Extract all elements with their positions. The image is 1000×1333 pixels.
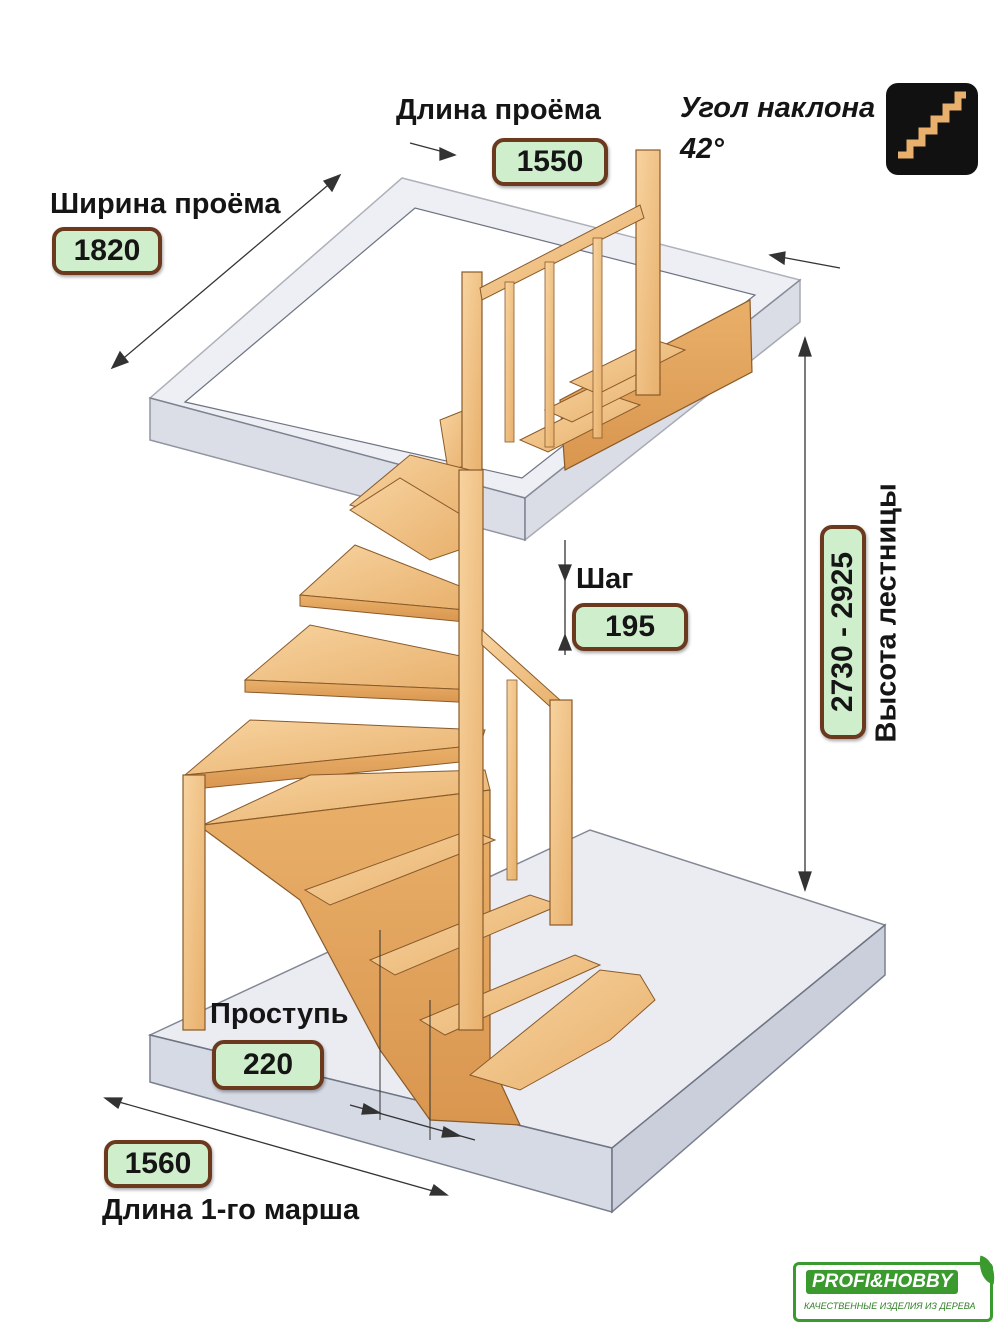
dimension-lines (103, 142, 841, 1196)
incline-angle-label: Угол наклона (680, 92, 876, 124)
opening-length-badge: 1550 (492, 138, 608, 186)
logo-name: PROFI&HOBBY (806, 1270, 959, 1294)
stair-height-value: 2730 - 2925 (826, 551, 860, 713)
stair-height-label: Высота лестницы (870, 483, 903, 743)
incline-angle-value: 42° (680, 133, 724, 165)
upper-flight (439, 149, 753, 473)
stair-height-badge: 2730 - 2925 (820, 525, 866, 739)
tread-depth-label: Проступь (210, 998, 349, 1030)
opening-length-label: Длина проёма (396, 94, 601, 126)
tread-depth-badge: 220 (212, 1040, 324, 1090)
first-flight-length-label: Длина 1-го марша (102, 1194, 360, 1226)
step-height-badge: 195 (572, 603, 688, 651)
stairs-icon (886, 83, 978, 175)
brand-logo: PROFI&HOBBY КАЧЕСТВЕННЫЕ ИЗДЕЛИЯ ИЗ ДЕРЕ… (793, 1255, 999, 1322)
first-flight-length-badge: 1560 (104, 1140, 212, 1188)
step-height-label: Шаг (576, 563, 634, 595)
opening-width-badge: 1820 (52, 227, 162, 275)
winder-steps (183, 477, 491, 826)
logo-tagline: КАЧЕСТВЕННЫЕ ИЗДЕЛИЯ ИЗ ДЕРЕВА (804, 1301, 976, 1311)
lower-flight (182, 469, 656, 1126)
opening-width-label: Ширина проёма (50, 188, 281, 220)
